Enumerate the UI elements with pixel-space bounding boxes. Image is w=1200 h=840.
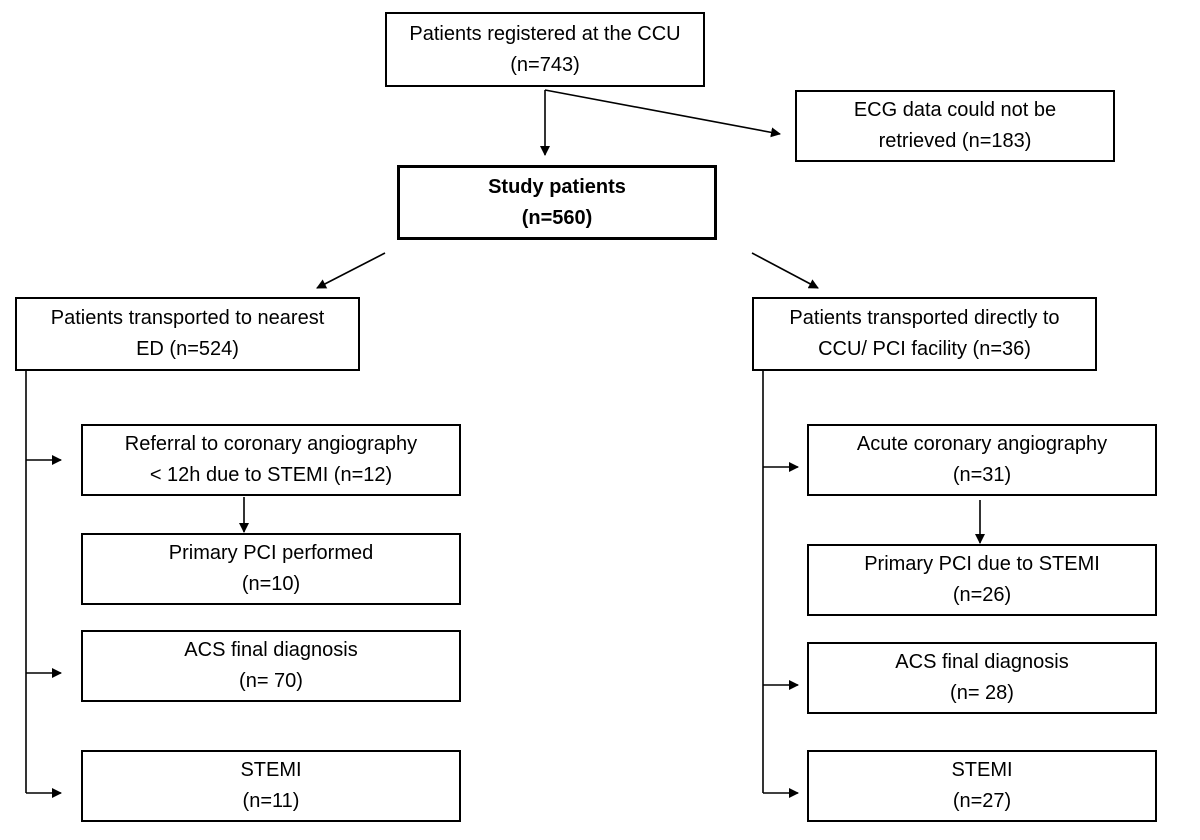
box-right-pci-line1: Primary PCI due to STEMI [864,553,1100,575]
box-right-acs: ACS final diagnosis (n= 28) [807,642,1157,714]
box-left-pci-line1: Primary PCI performed [168,542,374,564]
box-excluded: ECG data could not be retrieved (n=183) [795,90,1115,162]
box-left-referral: Referral to coronary angiography < 12h d… [81,424,461,496]
box-left-referral-line2: < 12h due to STEMI (n=12) [149,464,393,486]
box-right-acs-line2: (n= 28) [950,682,1014,704]
box-left-acs: ACS final diagnosis (n= 70) [81,630,461,702]
box-right-stemi-line1: STEMI [951,759,1013,781]
box-direct-ccu: Patients transported directly to CCU/ PC… [752,297,1097,371]
box-excluded-line1: ECG data could not be [853,99,1057,121]
box-left-referral-line1: Referral to coronary angiography [124,433,418,455]
box-right-pci-line2: (n=26) [952,584,1012,606]
arrow-study-to-nearest-ed [316,252,386,289]
box-registered-line2: (n=743) [510,53,580,76]
box-nearest-ed: Patients transported to nearest ED (n=52… [15,297,360,371]
box-study-patients: Study patients (n=560) [397,165,717,240]
box-study-patients-line2: (n=560) [521,206,593,229]
box-right-pci: Primary PCI due to STEMI (n=26) [807,544,1157,616]
box-left-acs-line2: (n= 70) [239,670,303,692]
box-nearest-ed-line1: Patients transported to nearest [50,307,325,329]
box-right-stemi: STEMI (n=27) [807,750,1157,822]
box-registered-line1: Patients registered at the CCU [409,22,681,45]
box-right-angio-line2: (n=31) [952,464,1012,486]
arrow-study-to-direct-ccu [751,252,819,289]
box-left-stemi: STEMI (n=11) [81,750,461,822]
box-registered: Patients registered at the CCU (n=743) [385,12,705,87]
arrow-registered-to-excluded [544,89,781,138]
box-nearest-ed-line2: ED (n=524) [136,338,239,360]
box-left-acs-line1: ACS final diagnosis [184,639,358,661]
box-left-stemi-line2: (n=11) [242,790,300,812]
box-right-acs-line1: ACS final diagnosis [895,651,1069,673]
box-right-angio-line1: Acute coronary angiography [856,433,1108,455]
box-excluded-line2: retrieved (n=183) [878,130,1032,152]
box-right-angio: Acute coronary angiography (n=31) [807,424,1157,496]
box-right-stemi-line2: (n=27) [952,790,1012,812]
box-left-pci: Primary PCI performed (n=10) [81,533,461,605]
box-direct-ccu-line1: Patients transported directly to [789,307,1060,329]
box-study-patients-line1: Study patients [488,175,626,198]
box-left-stemi-line1: STEMI [240,759,302,781]
box-left-pci-line2: (n=10) [241,573,301,595]
box-direct-ccu-line2: CCU/ PCI facility (n=36) [818,338,1031,360]
